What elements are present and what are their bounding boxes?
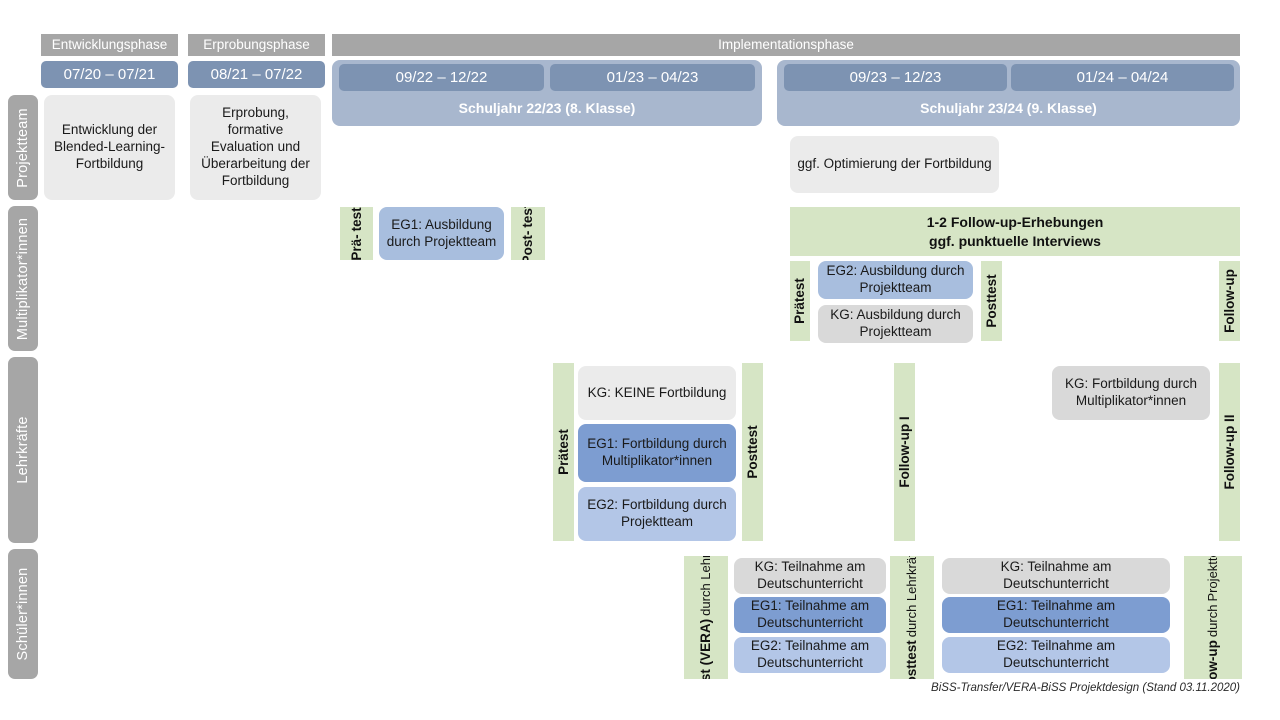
task-kg-keine-fortbildung: KG: KEINE Fortbildung [578,366,736,420]
posttest-line1: Post- [519,230,535,260]
task-eg2-fortbildung-projektteam: EG2: Fortbildung durch Projektteam [578,487,736,541]
followup-label: Follow-up [1221,269,1237,333]
followup-band-line1: 1-2 Follow-up-Erhebungen [926,214,1104,231]
school-year-label-2223: Schuljahr 22/23 (8. Klasse) [458,100,636,116]
task-kg-fortbildung-multiplikator: KG: Fortbildung durch Multiplikator*inne… [1052,366,1210,420]
actor-label-schuelerinnen: Schüler*innen [15,567,31,661]
pretest-marker-multiplikator: Prä- test [340,207,373,260]
footer-credit: BiSS-Transfer/VERA-BiSS Projektdesign (S… [931,682,1240,694]
phase-header-entwicklungsphase: Entwicklungsphase [41,34,178,56]
followup2-marker-lehrkraefte: Follow-up II [1219,363,1240,541]
followup-erhebungen-band: 1-2 Follow-up-Erhebungen ggf. punktuelle… [790,207,1240,256]
actor-row-projektteam: Projektteam [8,95,38,200]
task-eg1-teilnahme-deutschunterricht-left: EG1: Teilnahme am Deutschunterricht [734,597,886,633]
school-year-label-2324: Schuljahr 23/24 (9. Klasse) [920,100,1097,116]
task-eg1-ausbildung-projektteam: EG1: Ausbildung durch Projektteam [379,207,504,260]
praetest-vera-main: Prätest (VERA) [697,618,713,679]
posttest-schueler-main: Posttest [903,639,919,679]
followup-band-line2: ggf. punktuelle Interviews [929,232,1101,249]
task-erprobung-evaluation: Erprobung, formative Evaluation und Über… [190,95,321,200]
pretest-line2: test [348,207,364,231]
posttest-schueler-sub: durch Lehrkräfte [904,556,920,637]
posttest-marker-multiplikator: Post- test [511,207,545,260]
period-0720-0721: 07/20 – 07/21 [41,61,178,88]
followup-schueler-main: Follow-up [1204,639,1220,679]
task-entwicklung-fortbildung: Entwicklung der Blended-Learning-Fortbil… [44,95,175,200]
praetest-marker-multiplikator-2: Prätest [790,261,810,341]
praetest-vera-marker-schueler: Prätest (VERA) durch Lehrkräfte [684,556,728,679]
posttest-lehrkraefte-label: Posttest [744,425,760,479]
posttest-label: Posttest [983,274,999,328]
posttest-marker-multiplikator-2: Posttest [981,261,1002,341]
school-year-block-2324: 09/23 – 12/23 01/24 – 04/24 Schuljahr 23… [777,60,1240,126]
actor-row-schuelerinnen: Schüler*innen [8,549,38,679]
task-kg-ausbildung-projektteam: KG: Ausbildung durch Projektteam [818,305,973,343]
task-eg1-teilnahme-deutschunterricht-right: EG1: Teilnahme am Deutschunterricht [942,597,1170,633]
task-kg-teilnahme-deutschunterricht-left: KG: Teilnahme am Deutschunterricht [734,558,886,594]
task-kg-teilnahme-deutschunterricht-right: KG: Teilnahme am Deutschunterricht [942,558,1170,594]
followup2-label: Follow-up II [1221,414,1237,490]
followup1-marker-lehrkraefte: Follow-up I [894,363,915,541]
followup-schueler-sub2: Projektteam [1205,556,1221,602]
praetest-marker-lehrkraefte: Prätest [553,363,574,541]
actor-row-lehrkraefte: Lehrkräfte [8,357,38,543]
task-eg2-teilnahme-deutschunterricht-left: EG2: Teilnahme am Deutschunterricht [734,637,886,673]
phase-header-implementationsphase: Implementationsphase [332,34,1240,56]
period-0922-1222: 09/22 – 12/22 [339,64,544,91]
followup1-label: Follow-up I [896,416,912,488]
school-year-block-2223: 09/22 – 12/22 01/23 – 04/23 Schuljahr 22… [332,60,762,126]
phase-header-erprobungsphase: Erprobungsphase [188,34,325,56]
period-0124-0424: 01/24 – 04/24 [1011,64,1234,91]
posttest-marker-schueler: Posttest durch Lehrkräfte [890,556,934,679]
followup-marker-multiplikator: Follow-up [1219,261,1240,341]
task-eg2-teilnahme-deutschunterricht-right: EG2: Teilnahme am Deutschunterricht [942,637,1170,673]
task-optimierung-fortbildung: ggf. Optimierung der Fortbildung [790,136,999,193]
task-eg1-fortbildung-multiplikator: EG1: Fortbildung durch Multiplikator*inn… [578,424,736,482]
posttest-line2: test [519,207,535,228]
period-0923-1223: 09/23 – 12/23 [784,64,1007,91]
followup-schueler-sub1: durch [1205,604,1221,637]
actor-label-lehrkraefte: Lehrkräfte [15,416,31,484]
praetest-lehrkraefte-label: Prätest [555,429,571,475]
actor-row-multiplikatorinnen: Multiplikator*innen [8,206,38,351]
actor-label-projektteam: Projektteam [15,107,31,188]
actor-label-multiplikatorinnen: Multiplikator*innen [15,217,31,340]
task-eg2-ausbildung-projektteam: EG2: Ausbildung durch Projektteam [818,261,973,299]
pretest-line1: Prä- [348,233,364,260]
period-0123-0423: 01/23 – 04/23 [550,64,755,91]
period-0821-0722: 08/21 – 07/22 [188,61,325,88]
praetest-vera-sub: durch Lehrkräfte [698,556,714,616]
followup-marker-schueler: Follow-up durch Projektteam [1184,556,1242,679]
praetest-label: Prätest [791,278,807,324]
posttest-marker-lehrkraefte: Posttest [742,363,763,541]
